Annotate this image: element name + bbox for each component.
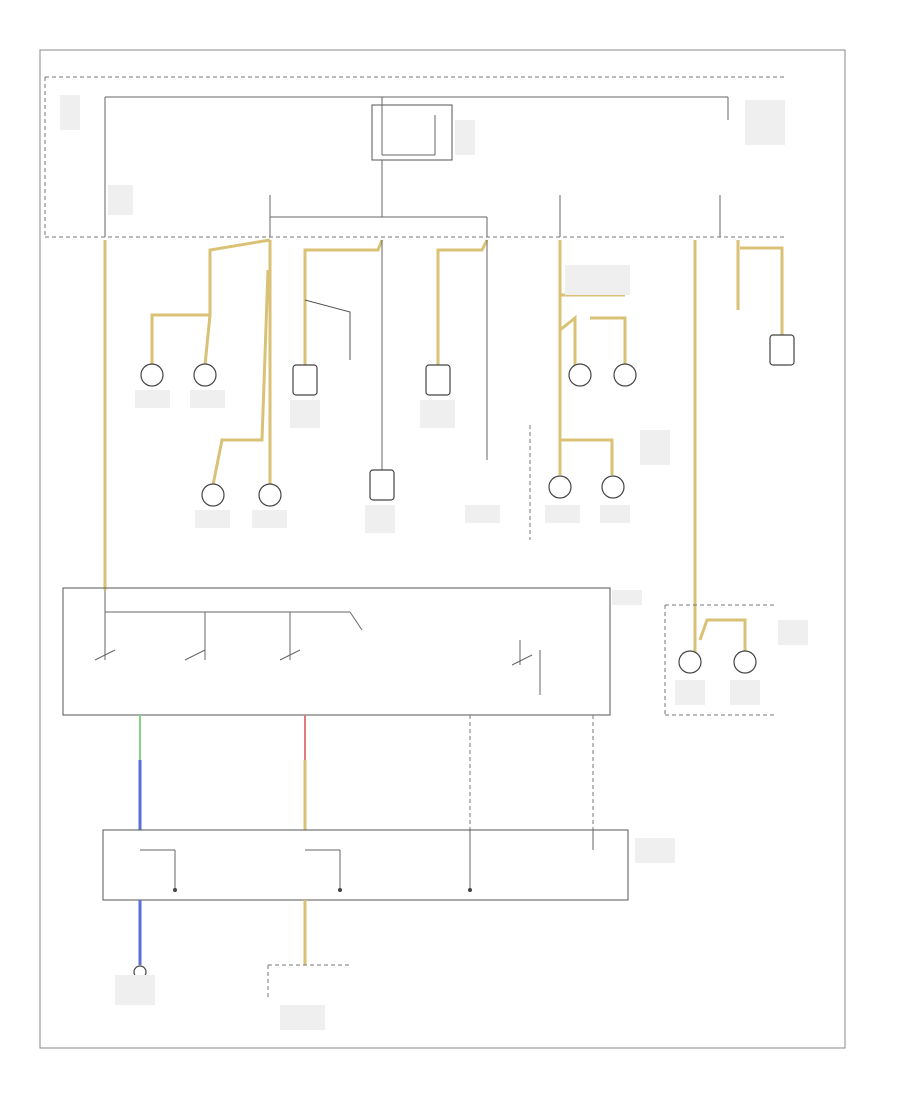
- fuse-block: [44, 76, 785, 238]
- right-rear-lamp-1: [548, 475, 572, 499]
- right-front-turn-lamp: [193, 363, 217, 387]
- left-rear-lamp-2: [733, 650, 757, 674]
- body-control-module: [102, 829, 629, 901]
- right-rear-lamp-2: [601, 475, 625, 499]
- module-box-2: [369, 469, 395, 501]
- diagram-frame: [39, 49, 846, 1049]
- left-rear-lamp-1: [678, 650, 702, 674]
- far-right-group: [664, 240, 795, 716]
- module-box-4: [769, 334, 795, 366]
- module-box-1: [292, 364, 318, 396]
- license-lamp-left: [568, 363, 592, 387]
- middle-lamp-groups: [292, 239, 489, 501]
- left-front-turn-lamp: [140, 363, 164, 387]
- module-box-3: [425, 364, 451, 396]
- relay-box: [371, 104, 453, 161]
- front-marker-lamp-left: [201, 483, 225, 507]
- front-marker-lamp-right: [258, 483, 282, 507]
- headlamp-switch: [62, 587, 611, 716]
- front-lamp-group: [140, 238, 282, 507]
- license-lamp-right: [613, 363, 637, 387]
- component-labels: [60, 95, 808, 1030]
